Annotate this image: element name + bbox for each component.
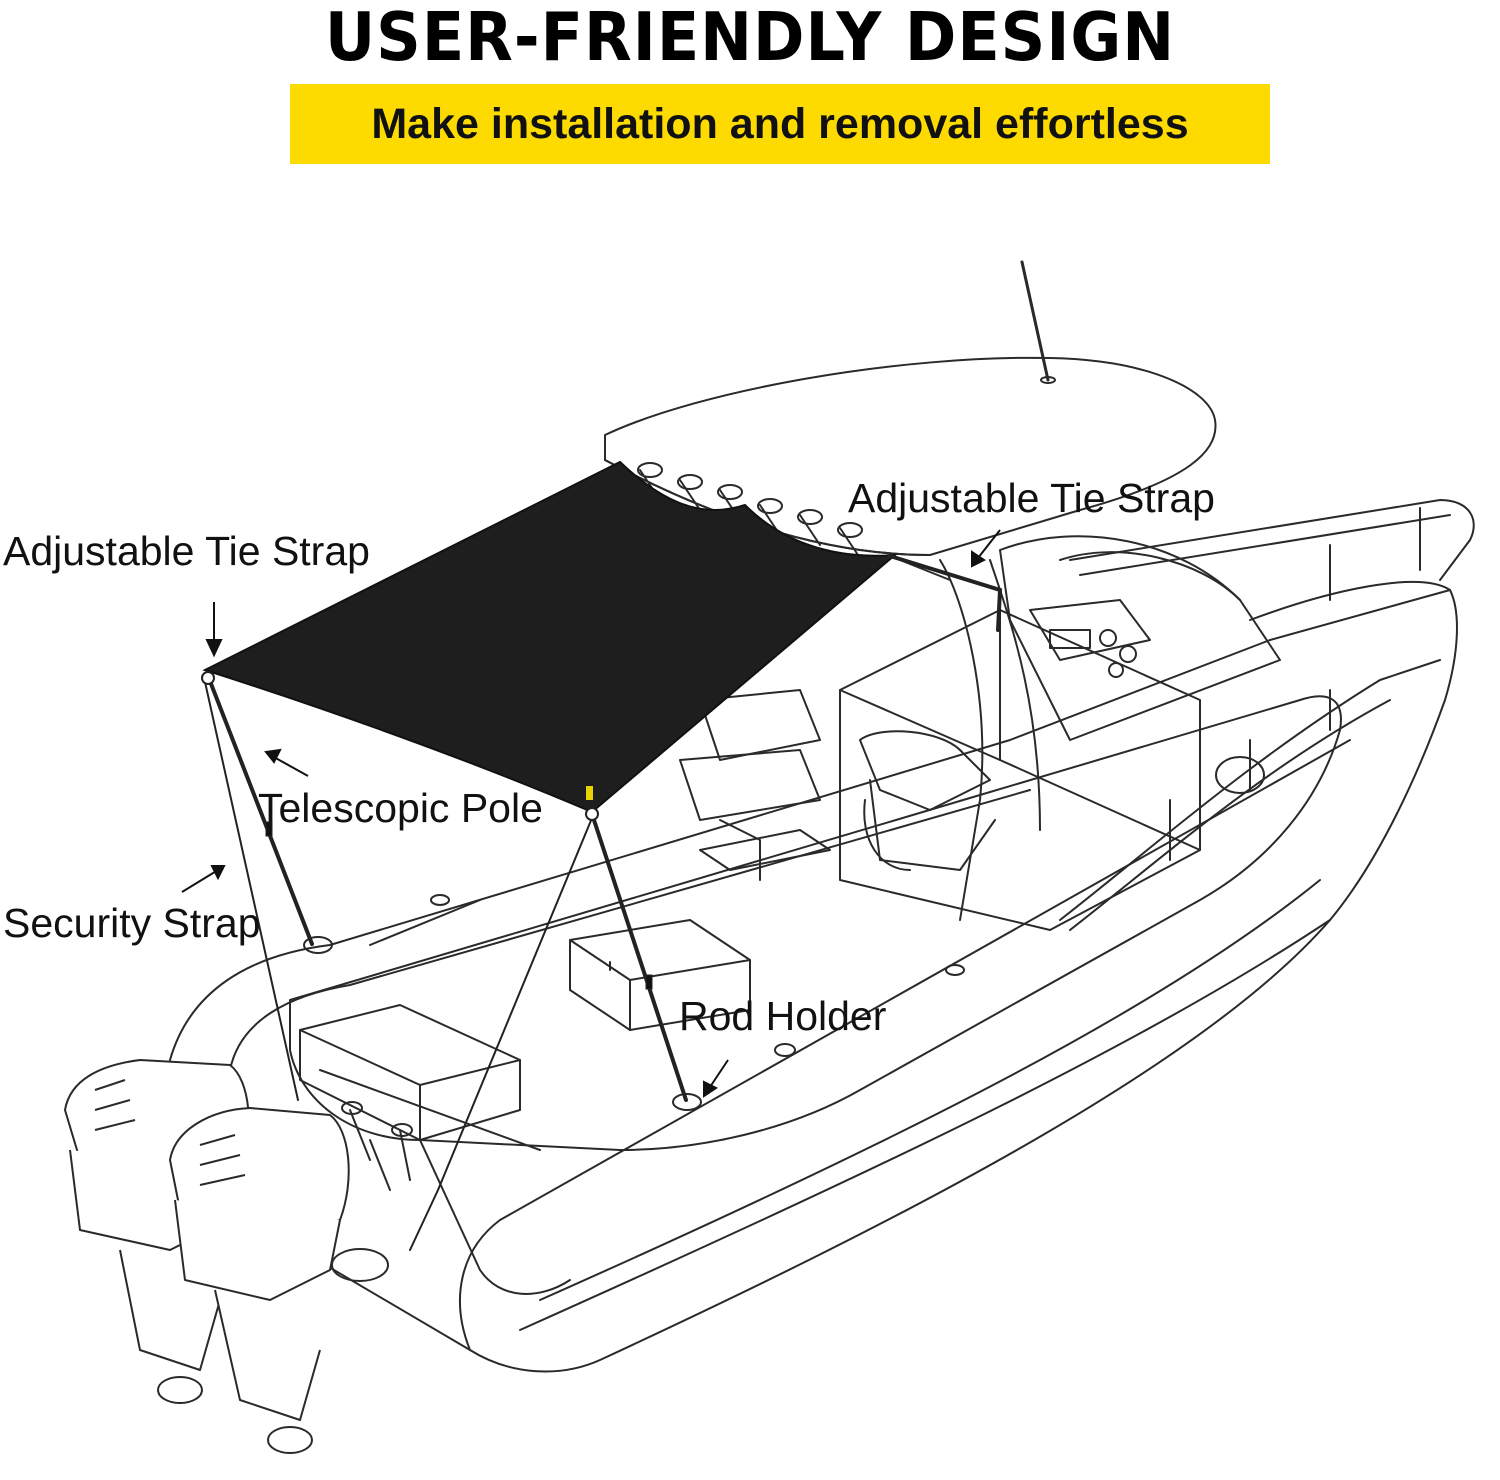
canopy-logo-tag: [586, 786, 593, 800]
rod-holder-row: [637, 462, 863, 559]
security-strap-right: [409, 817, 593, 1251]
telescopic-pole-right: [590, 812, 688, 1102]
side-rail: [1059, 659, 1441, 921]
arrow-tie-strap-right: [977, 529, 1001, 559]
subtitle-banner: Make installation and removal effortless: [290, 84, 1270, 164]
subtitle-text: Make installation and removal effortless: [371, 99, 1189, 148]
cooler: [569, 919, 751, 1031]
outboard-engine-right: [169, 1107, 350, 1421]
telescopic-pole-left: [206, 674, 314, 946]
helm-seat-left: [679, 689, 831, 881]
callout-adjustable-tie-strap-left: Adjustable Tie Strap: [3, 528, 370, 574]
tie-strap-right: [888, 554, 1003, 632]
stern-seat: [299, 1004, 521, 1141]
canopy: [202, 460, 898, 814]
helm-seat-right: [859, 730, 996, 871]
outboard-engine-left: [64, 1059, 313, 1454]
arrow-security-strap: [181, 869, 219, 893]
security-strap-left: [204, 681, 299, 1101]
arrow-telescopic-pole: [271, 755, 309, 777]
callout-telescopic-pole: Telescopic Pole: [258, 785, 543, 831]
callout-adjustable-tie-strap-right: Adjustable Tie Strap: [848, 475, 1215, 521]
callout-rod-holder: Rod Holder: [679, 993, 887, 1039]
deck: [289, 695, 1342, 1151]
callout-security-strap: Security Strap: [3, 900, 261, 946]
antenna: [1020, 260, 1050, 382]
page-title: USER-FRIENDLY DESIGN: [324, 0, 1176, 76]
windshield: [999, 535, 1281, 741]
bow-rail: [1069, 499, 1475, 581]
